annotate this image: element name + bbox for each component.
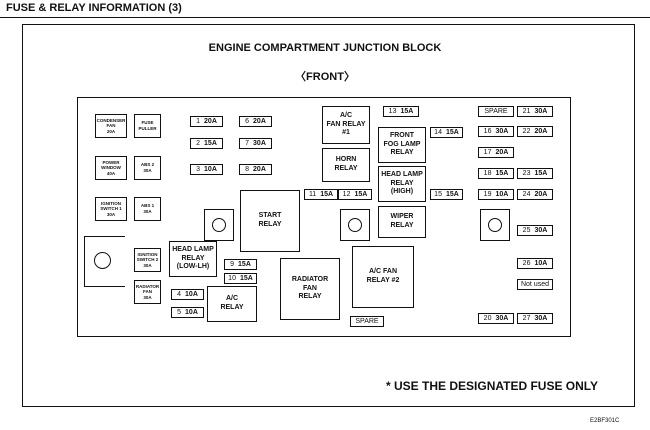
spare-fuse-slot: SPARE xyxy=(350,316,384,327)
bolt-icon xyxy=(348,218,362,232)
ignition-switch2-fuse: IGNITION SWITCH 2 30A xyxy=(134,248,161,272)
condenser-fan-fuse: CONDENSER FAN 20A xyxy=(95,114,127,138)
front-fog-lamp-relay: FRONT FOG LAMP RELAY xyxy=(378,127,426,163)
not-used-slot: Not used xyxy=(517,279,553,290)
angle-left-icon: 〈 xyxy=(295,71,307,83)
head-lamp-relay-high: HEAD LAMP RELAY (HIGH) xyxy=(378,166,426,202)
fuse-puller: FUSE PULLER xyxy=(134,114,161,138)
figure-code: E2BF301C xyxy=(590,418,620,424)
header-divider xyxy=(0,17,650,18)
designated-fuse-note: * USE THE DESIGNATED FUSE ONLY xyxy=(386,379,599,393)
bolt-terminal xyxy=(204,209,234,241)
bolt-icon xyxy=(212,218,226,232)
spare-fuse-slot: SPARE xyxy=(478,106,514,117)
radiator-fan-relay: RADIATOR FAN RELAY xyxy=(280,258,340,320)
angle-right-icon: 〉 xyxy=(343,71,355,83)
power-window-fuse: POWER WINDOW 40A xyxy=(95,156,127,180)
diagram-frame xyxy=(22,24,635,407)
page-header: FUSE & RELAY INFORMATION (3) xyxy=(6,2,182,14)
ac-fan-relay-1: A/C FAN RELAY #1 xyxy=(322,106,370,144)
front-indicator: 〈FRONT〉 xyxy=(0,68,650,84)
start-relay: START RELAY xyxy=(240,190,300,252)
ac-relay: A/C RELAY xyxy=(207,286,257,322)
head-lamp-relay-low-lh: HEAD LAMP RELAY (LOW-LH) xyxy=(169,241,217,277)
horn-relay: HORN RELAY xyxy=(322,148,370,182)
ignition-switch1-fuse: IGNITION SWITCH 1 30A xyxy=(95,197,127,221)
junction-block xyxy=(77,97,571,337)
front-label: FRONT xyxy=(306,71,344,83)
radiator-fan-fuse: RADIATOR FAN 30A xyxy=(134,280,161,304)
abs1-fuse: ABS 1 30A xyxy=(134,197,161,221)
diagram-title: ENGINE COMPARTMENT JUNCTION BLOCK xyxy=(208,42,442,54)
wiper-relay: WIPER RELAY xyxy=(378,206,426,238)
bolt-icon xyxy=(488,218,502,232)
ac-fan-relay-2: A/C FAN RELAY #2 xyxy=(352,246,414,308)
bolt-terminal xyxy=(480,209,510,241)
abs2-fuse: ABS 2 30A xyxy=(134,156,161,180)
bolt-terminal xyxy=(340,209,370,241)
mounting-hole-icon xyxy=(94,252,111,269)
